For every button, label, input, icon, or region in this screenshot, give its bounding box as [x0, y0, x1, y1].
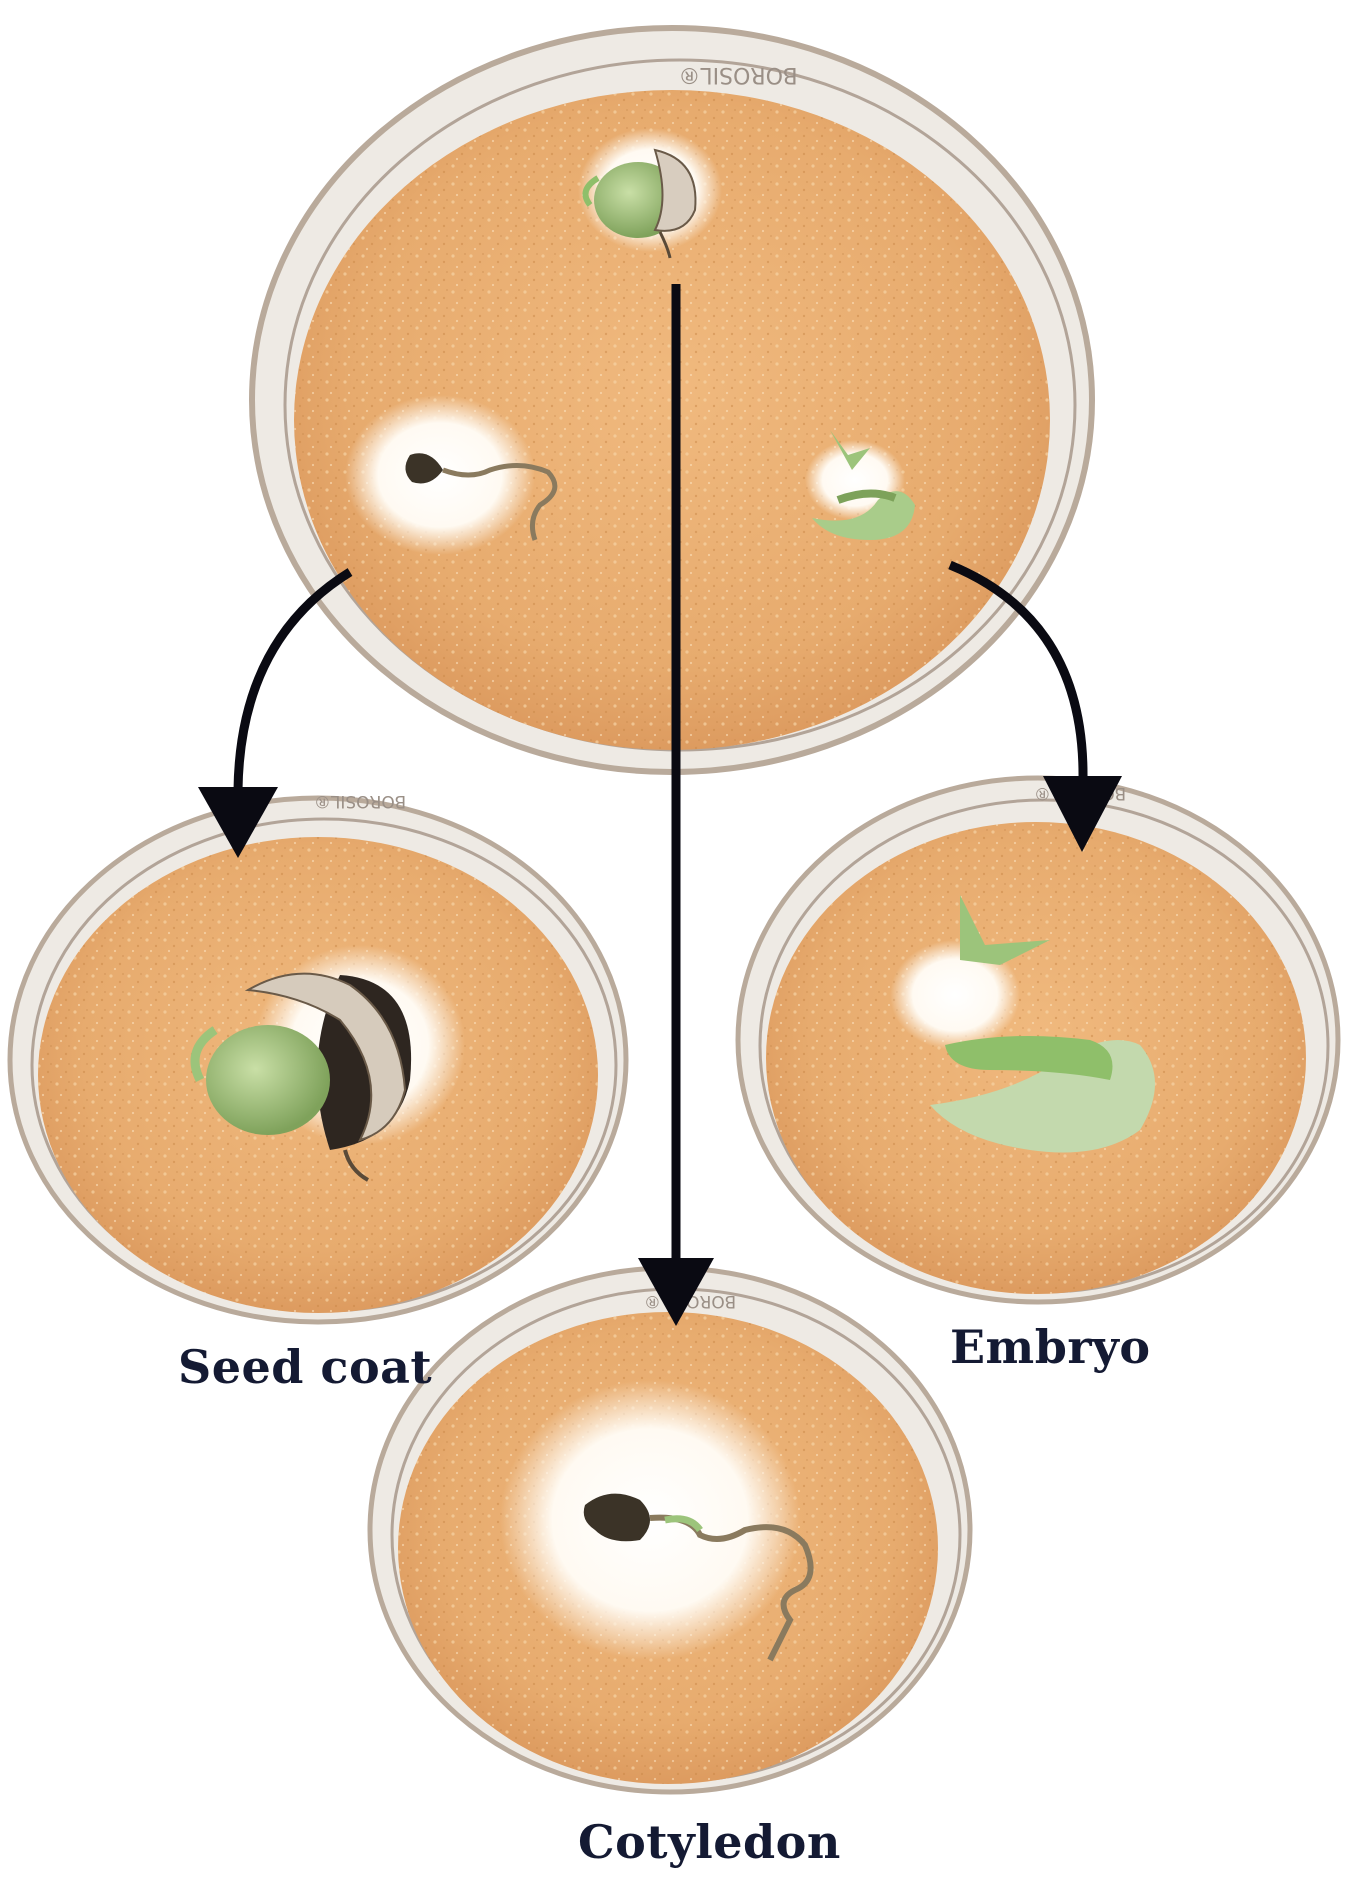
petri-dish-embryo: BOROSIL® [738, 778, 1338, 1302]
label-cotyledon: Cotyledon [578, 1815, 841, 1869]
label-embryo: Embryo [950, 1320, 1151, 1374]
dish-brand-text: BOROSIL® [678, 62, 797, 87]
petri-dish-seed-coat: BOROSIL® [10, 791, 626, 1322]
label-seed-coat: Seed coat [178, 1340, 432, 1394]
dish-brand-text: BOROSIL® [314, 791, 406, 811]
petri-dish-cotyledon: BOROSIL® [370, 1268, 970, 1792]
